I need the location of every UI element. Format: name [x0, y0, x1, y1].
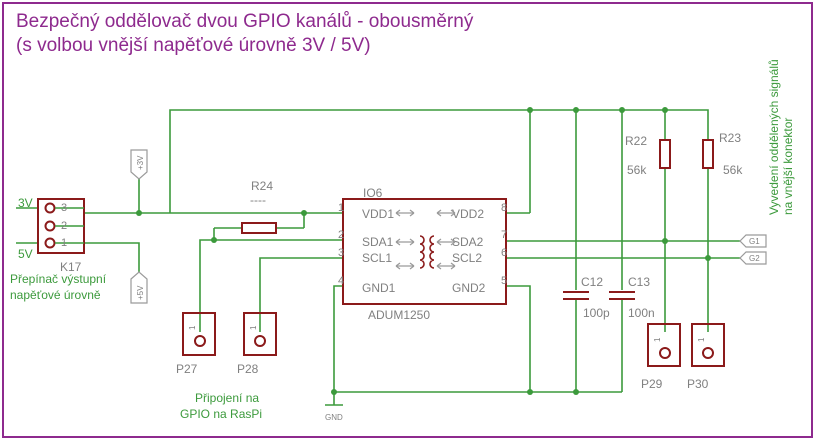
r24-value: ---- — [250, 193, 266, 207]
side-note-line-2: na vnější konektor — [781, 118, 795, 215]
r23-value: 56k — [723, 163, 743, 177]
pin-vdd2: VDD2 — [452, 207, 484, 221]
p28-label: P28 — [237, 362, 259, 376]
pin-num-6: 6 — [501, 247, 507, 259]
p29-pin-mark: 1 — [653, 337, 662, 342]
side-note-line-1: Vyvedení oddělených signálů — [767, 59, 781, 215]
plus3v-flag: +3V — [130, 149, 148, 180]
k17-name: K17 — [60, 260, 82, 274]
k17-pin-2: 2 — [61, 220, 67, 232]
pin-num-1: 1 — [338, 202, 344, 214]
gpio-caption-line-2: GPIO na RasPi — [180, 407, 262, 421]
pin-scl1: SCL1 — [362, 251, 392, 265]
g1-label: G1 — [749, 237, 760, 246]
pin-gnd2: GND2 — [452, 281, 486, 295]
label-3v: 3V — [18, 196, 33, 210]
plus3v-label: +3V — [136, 155, 145, 170]
p27-pin-mark: 1 — [188, 325, 197, 330]
header-p29: 1 P29 — [641, 323, 681, 391]
pin-sda1: SDA1 — [362, 235, 394, 249]
title-line-2: (s volbou vnější napěťové úrovně 3V / 5V… — [16, 35, 371, 56]
title-line-1: Bezpečný oddělovač dvou GPIO kanálů - ob… — [16, 11, 474, 32]
resistor-r24: R24 ---- — [241, 179, 277, 234]
signal-flag-g1: G1 — [739, 234, 767, 248]
pin-num-4: 4 — [338, 275, 344, 287]
r22-value: 56k — [627, 163, 647, 177]
gnd-symbol: GND — [325, 404, 343, 422]
c13-name: C13 — [628, 275, 650, 289]
ic-part: ADUM1250 — [368, 308, 430, 322]
p30-pin-mark: 1 — [697, 337, 706, 342]
gpio-caption-line-1: Připojení na — [195, 391, 259, 405]
resistor-r23: R23 56k — [702, 131, 743, 177]
ic-ref: IO6 — [363, 186, 383, 200]
header-p28: 1 P28 — [237, 312, 277, 376]
capacitor-c13: C13 100n — [609, 275, 655, 320]
plus5v-flag: +5V — [130, 271, 148, 304]
p29-label: P29 — [641, 377, 663, 391]
pin-num-2: 2 — [338, 229, 344, 241]
resistor-r22: R22 56k — [625, 134, 671, 177]
p30-label: P30 — [687, 377, 709, 391]
p27-label: P27 — [176, 362, 198, 376]
c12-value: 100p — [583, 306, 610, 320]
r24-name: R24 — [251, 179, 273, 193]
g2-label: G2 — [749, 254, 760, 263]
p28-pin-mark: 1 — [249, 325, 258, 330]
capacitor-c12: C12 100p — [563, 275, 610, 320]
connector-k17: 3 2 1 K17 — [37, 198, 85, 274]
k17-caption-line-2: napěťové úrovně — [10, 288, 101, 302]
pin-sda2: SDA2 — [452, 235, 484, 249]
c13-value: 100n — [628, 306, 655, 320]
pin-gnd1: GND1 — [362, 281, 396, 295]
plus5v-label: +5V — [136, 285, 145, 300]
header-p27: 1 P27 — [176, 312, 216, 376]
k17-caption-line-1: Přepínač výstupní — [10, 272, 107, 286]
junctions — [136, 107, 711, 395]
header-p30: 1 P30 — [687, 323, 725, 391]
c12-name: C12 — [581, 275, 603, 289]
r22-name: R22 — [625, 134, 647, 148]
label-5v: 5V — [18, 247, 33, 261]
pin-num-3: 3 — [338, 247, 344, 259]
pin-num-5: 5 — [501, 275, 507, 287]
side-note: Vyvedení oddělených signálů na vnější ko… — [767, 59, 795, 215]
k17-pin-1: 1 — [61, 237, 67, 249]
drawing-frame — [2, 2, 813, 438]
k17-pin-3: 3 — [61, 202, 67, 214]
pin-num-7: 7 — [501, 229, 507, 241]
r23-name: R23 — [719, 131, 741, 145]
pin-vdd1: VDD1 — [362, 207, 394, 221]
gnd-label: GND — [325, 413, 343, 422]
ic-io6: IO6 ADUM1250 VDD1 SDA1 SCL1 GND1 1 2 3 4… — [338, 186, 507, 322]
signal-flag-g2: G2 — [739, 251, 767, 265]
pin-scl2: SCL2 — [452, 251, 482, 265]
pin-num-8: 8 — [501, 202, 507, 214]
